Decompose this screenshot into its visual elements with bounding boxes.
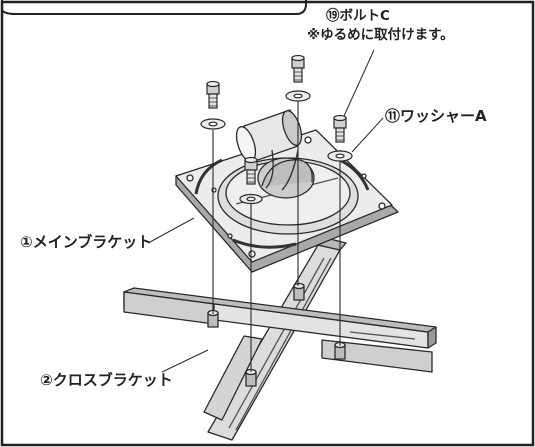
label-washer-a: ⑪ワッシャーA [385,107,487,125]
bolt-2 [285,54,311,102]
bolt-1 [200,80,226,130]
cross-bracket [123,237,437,441]
label-cross-bracket: ②クロスブラケット [40,371,173,389]
leader-lines [149,49,384,373]
leader-bolt-c [343,49,375,117]
pipe-fitting [235,109,303,191]
assembly-guide-lines [212,100,341,372]
main-bracket [175,129,399,273]
bolt-4 [239,156,263,205]
bolt-3 [327,114,353,162]
title-box-corner [0,0,307,15]
cross-bracket-diagonal-bar [207,244,341,441]
label-bolt-c: ⑲ボルトC [326,8,390,24]
leader-main-bracket [149,217,195,243]
leader-washer-a [351,117,384,153]
cross-bracket-pad-right [321,339,433,373]
label-bolt-c-note: ※ゆるめに取付けます。 [307,27,454,43]
label-main-bracket: ①メインブラケット [20,233,153,251]
leader-cross-bracket [161,349,209,373]
